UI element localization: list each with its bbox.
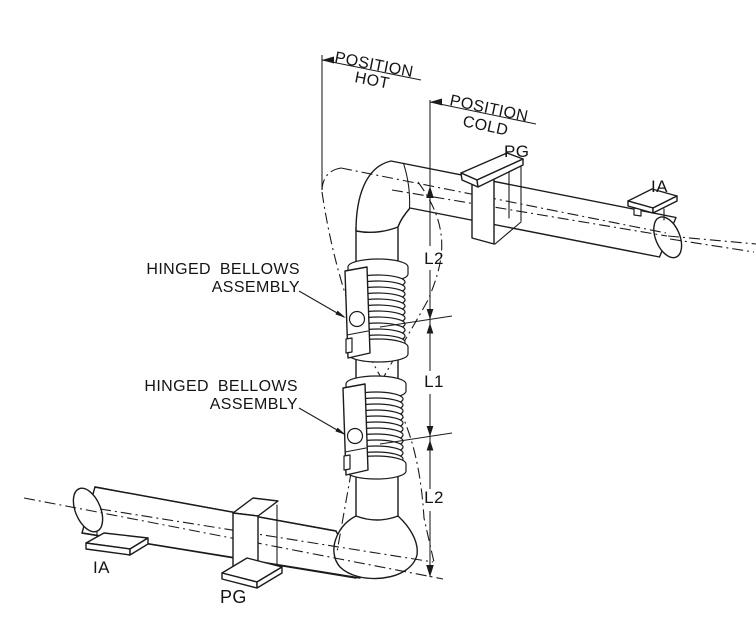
upper-bellows-callout-2: ASSEMBLY — [212, 279, 300, 296]
upper-bellows-callout-1: HINGED BELLOWS — [146, 261, 300, 278]
position-cold-arrow — [430, 98, 442, 106]
ia-top-label: IA — [651, 177, 668, 196]
hinged-bellows-assembly-lower — [342, 375, 407, 480]
position-hot-label-2: HOT — [353, 69, 391, 92]
upper-centerline-hot — [340, 167, 667, 234]
pipe-guide-top — [460, 152, 524, 245]
dim-arrow-top — [426, 186, 434, 198]
upper-elbow-and-pipe — [355, 160, 677, 258]
upper-displaced-elbow-arc — [321, 167, 342, 191]
dim-label-l1: L1 — [424, 372, 444, 391]
upper-elbow-weld-seam — [402, 162, 411, 209]
lower-elbow — [333, 515, 418, 580]
callout-leaders — [298, 290, 346, 435]
position-hot-leader — [321, 59, 422, 81]
dimension-lines — [321, 55, 537, 577]
intermediate-anchor-top — [627, 188, 678, 221]
lower-centerline-hot — [99, 508, 434, 563]
lower-bellows-callout-2: ASSEMBLY — [210, 396, 298, 413]
upper-pipe-run — [355, 160, 683, 259]
dim-label-lower-l2: L2 — [424, 488, 444, 507]
pg-top-label: PG — [504, 142, 529, 161]
upper-centerline-ext-2 — [669, 238, 755, 253]
upper-pipe-open-end — [653, 216, 683, 259]
dim-label-upper-l2: L2 — [424, 249, 444, 268]
dim-arrow-bottom — [426, 565, 434, 577]
ia-bottom-label: IA — [93, 558, 110, 577]
position-cold-leader — [429, 101, 537, 125]
position-hot-arrow — [322, 56, 334, 64]
upper-centerline-cold — [391, 189, 668, 237]
upper-centerline-ext-1 — [667, 235, 756, 245]
pipe-guide-bottom — [221, 497, 283, 589]
lower-pipe-body — [81, 486, 361, 579]
lower-centerline-cold — [23, 497, 444, 580]
pg-bottom-label: PG — [220, 587, 247, 607]
hinged-bellows-assembly-upper — [344, 258, 409, 363]
lower-bellows-callout-1: HINGED BELLOWS — [144, 378, 298, 395]
intermediate-anchor-bottom — [85, 531, 149, 556]
